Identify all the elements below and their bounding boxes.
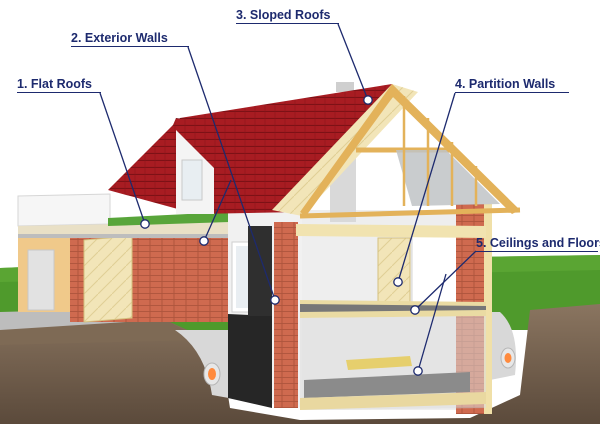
callout-sloped-roofs: 3. Sloped Roofs	[236, 8, 331, 22]
callout-partition-walls: 4. Partition Walls	[455, 77, 556, 91]
leader-line-sloped-roofs	[337, 23, 369, 101]
leader-line-exterior-walls-branch	[203, 179, 232, 242]
underline-sloped-roofs	[236, 23, 339, 25]
flat-roof-annex	[17, 193, 232, 323]
pitched-roof	[108, 84, 521, 219]
marker-flat-roofs	[140, 219, 150, 229]
leader-line-ceilings-floors	[414, 250, 477, 311]
leader-line-ceilings-floors-branch	[417, 273, 447, 372]
callout-flat-roofs: 1. Flat Roofs	[17, 77, 93, 91]
leader-lines	[99, 23, 477, 372]
marker-exterior-walls-2	[199, 236, 209, 246]
drain-pipes	[203, 347, 516, 386]
marker-sloped-roofs	[363, 95, 373, 105]
leader-line-flat-roofs	[99, 92, 146, 225]
underline-partition-walls	[455, 92, 569, 94]
marker-ceilings-floors-2	[413, 366, 423, 376]
marker-exterior-walls	[270, 295, 280, 305]
underline-ceilings-floors	[476, 251, 598, 253]
callout-ceilings-floors: 5. Ceilings and Floors	[476, 236, 600, 250]
underline-flat-roofs	[17, 92, 101, 94]
marker-ceilings-floors	[410, 305, 420, 315]
floor-slabs	[296, 224, 486, 410]
underline-exterior-walls	[71, 46, 189, 48]
marker-partition-walls	[393, 277, 403, 287]
leader-line-partition-walls	[397, 92, 456, 283]
callout-exterior-walls: 2. Exterior Walls	[71, 31, 168, 45]
leader-line-exterior-walls	[187, 46, 276, 301]
callout-markers	[140, 95, 423, 376]
